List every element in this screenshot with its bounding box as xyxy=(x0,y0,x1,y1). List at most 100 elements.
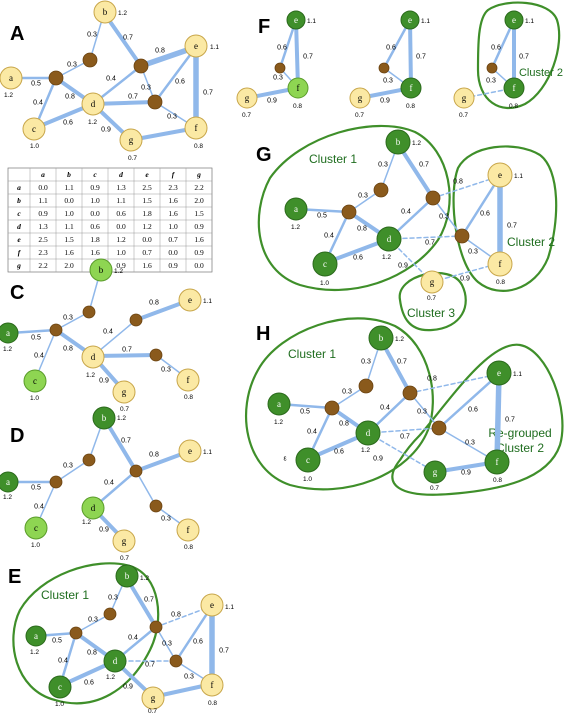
table-cell: 0.9 xyxy=(38,209,48,218)
node-b xyxy=(92,406,116,430)
node-label-e: e xyxy=(498,170,502,180)
connector-node xyxy=(82,305,96,319)
node-b xyxy=(89,258,113,282)
node-e xyxy=(178,288,202,312)
cluster-2-label: Cluster 2 xyxy=(507,235,555,249)
node-weight-g: 0.7 xyxy=(148,708,157,715)
table-header-cell: g xyxy=(196,170,201,179)
table-cell: 1.6 xyxy=(90,248,100,257)
table-cell: 0.0 xyxy=(168,248,178,257)
node-b xyxy=(368,325,394,351)
node-weight-g: 0.7 xyxy=(355,112,364,119)
edge-weight: 0.8 xyxy=(87,650,97,657)
table-cell: 0.9 xyxy=(90,183,100,192)
node-label-c: c xyxy=(58,682,62,692)
edge-weight: 0.3 xyxy=(273,75,283,82)
connector-node xyxy=(49,323,63,337)
node-weight-g: 0.7 xyxy=(242,112,251,119)
edge xyxy=(388,235,463,240)
edge xyxy=(294,18,300,90)
node-a xyxy=(267,392,291,416)
node-label-a: a xyxy=(6,477,10,487)
edge-weight: 0.4 xyxy=(401,209,411,216)
edge-weight: 0.3 xyxy=(468,249,478,256)
node-label-g: g xyxy=(430,277,435,287)
panel-f: F e f g 1.1 0.8 0.7 0.6 0.7 0.3 0.9 e f … xyxy=(236,1,563,119)
node-weight-c: 1.0 xyxy=(303,476,312,483)
node-weight-f: 0.8 xyxy=(184,544,193,551)
edge-weight: 0.3 xyxy=(378,162,388,169)
table-cell: 1.1 xyxy=(64,183,74,192)
connector-node xyxy=(149,348,163,362)
node-weight-c: 1.0 xyxy=(55,701,64,708)
node-label-c: c xyxy=(306,455,310,465)
node-weight-e: 1.1 xyxy=(203,298,212,305)
edge-weight: 0.9 xyxy=(99,527,109,534)
table-cell: 2.3 xyxy=(38,248,48,257)
node-weight-e: 1.1 xyxy=(514,173,523,180)
edge-weight: 0.4 xyxy=(103,329,113,336)
edge-weight: 0.8 xyxy=(171,612,181,619)
panel-letter-g: G xyxy=(256,144,272,166)
node-e xyxy=(178,439,202,463)
node-g xyxy=(349,87,371,109)
edge-weight: 0.7 xyxy=(203,90,213,97)
node-weight-b: 1.2 xyxy=(118,10,127,17)
node-g xyxy=(112,529,136,553)
node-label-g: g xyxy=(122,536,127,546)
node-c xyxy=(312,251,338,277)
node-weight-d: 1.2 xyxy=(82,519,91,526)
table-cell: 0.7 xyxy=(168,235,178,244)
panel-a: A xyxy=(0,0,219,162)
node-label-g: g xyxy=(122,387,127,397)
table-cell: 0.7 xyxy=(142,248,152,257)
table-cell: 0.6 xyxy=(90,222,100,231)
node-d xyxy=(103,649,127,673)
node-weight-c: 1.0 xyxy=(320,280,329,287)
edge-weight: 0.4 xyxy=(324,233,334,240)
panel-c: C a b c d e f g 1.2 1.2 1.0 1.2 1.1 0.8 xyxy=(0,258,212,413)
connector-node xyxy=(49,475,63,489)
node-weight-e: 1.1 xyxy=(421,18,430,25)
panel-a-nodes: a b c d e f g xyxy=(0,0,208,152)
node-label-e: e xyxy=(188,446,192,456)
edge-weight: 0.8 xyxy=(149,300,159,307)
node-f xyxy=(200,673,224,697)
node-label-d: d xyxy=(366,428,371,438)
panel-letter-c: C xyxy=(10,282,24,304)
edge-weight: 0.4 xyxy=(104,480,114,487)
edge xyxy=(432,197,463,237)
edge-weight: 0.5 xyxy=(31,485,41,492)
connector-node xyxy=(133,58,149,74)
edge xyxy=(174,604,214,663)
table-cell: 1.6 xyxy=(142,261,152,270)
edge-weight: 0.7 xyxy=(519,54,529,61)
node-g xyxy=(112,380,136,404)
node-e xyxy=(200,593,224,617)
node-weight-e: 1.1 xyxy=(210,44,219,51)
node-label-c: c xyxy=(32,124,36,134)
node-weight-g: 0.7 xyxy=(430,485,439,492)
table-cell: 1.0 xyxy=(168,222,178,231)
edge-weight: 0.9 xyxy=(101,127,111,134)
node-d xyxy=(81,496,105,520)
edge-weight: 0.3 xyxy=(162,641,172,648)
edge-weight: 0.4 xyxy=(34,353,44,360)
connector-node xyxy=(82,52,98,68)
node-weight-a: 1.2 xyxy=(3,346,12,353)
node-label-c: c xyxy=(323,259,327,269)
node-d xyxy=(355,420,381,446)
edge-weight: 0.7 xyxy=(144,597,154,604)
edge-weight: 0.4 xyxy=(128,635,138,642)
panel-d: D a b c d e f g 1.2 1.2 1.0 1.2 1.1 0.8 xyxy=(0,406,212,562)
node-label-f: f xyxy=(187,375,190,385)
connector-node xyxy=(48,70,64,86)
edge xyxy=(409,373,500,394)
table-cell: 0.9 xyxy=(194,222,204,231)
node-g xyxy=(236,87,258,109)
node-label-b: b xyxy=(102,413,107,423)
node-f xyxy=(184,116,208,140)
table-cell: 2.5 xyxy=(38,235,48,244)
table-header-cell: c xyxy=(93,170,97,179)
node-label-f: f xyxy=(513,83,516,93)
